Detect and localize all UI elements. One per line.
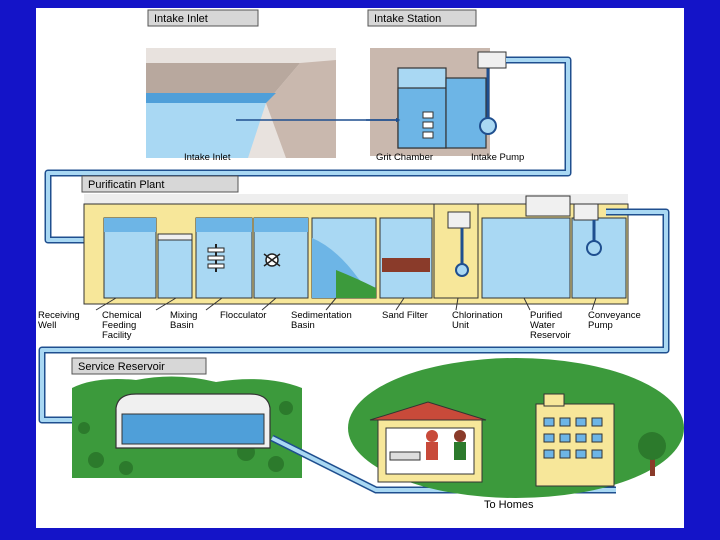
receiving-well-label-2: Well [38,320,56,331]
person-woman-icon [426,430,438,442]
chlorinator-box [447,211,471,229]
intake-inlet-label: Intake Inlet [184,152,231,163]
conveyance-pump-label-1: Conveyance [588,310,641,321]
chlorination-icon [455,263,469,277]
diagram-frame: Intake Inlet Intake Inlet Intake Station… [36,8,684,528]
to-homes-label: To Homes [484,499,534,511]
conveyance-pump-icon [586,240,602,256]
reservoir-water [121,413,265,445]
chlorination-unit-label-2: Unit [452,320,469,331]
purified-water-reservoir-tank [481,217,571,299]
flocculator-icon [263,253,281,267]
pump-well [445,77,487,149]
mixer-icon [207,244,225,272]
sand-layer [382,258,430,272]
intake-pump-label: Intake Pump [471,152,524,163]
intake-inlet-header [147,9,259,27]
river-water [146,103,266,158]
intake-station-header [367,9,477,27]
intake-pump-icon [479,117,497,135]
chlorination-unit-label-1: Chlorination [452,310,503,321]
main-pipe-1 [46,58,570,242]
service-reservoir-header [71,357,207,375]
service-reservoir-title: Service Reservoir [78,361,165,373]
chemical-feeding-label-2: Feeding [102,320,136,331]
intake-inlet-scene [146,48,336,158]
purification-plant-header [81,175,239,193]
conveyance-well [571,217,627,299]
conveyance-motor-icon [573,203,599,221]
purified-water-label-2: Water [530,320,555,331]
grit-chamber-label: Grit Chamber [376,152,433,163]
chemical-feeding-label-1: Chemical [102,310,142,321]
town-scene [348,358,684,498]
water-treatment-diagram: Intake Inlet Intake Inlet Intake Station… [38,9,684,511]
purified-water-label-3: Reservoir [530,330,571,341]
flocculator-label: Flocculator [220,310,266,321]
chemical-feeding-label-3: Facility [102,330,132,341]
apartment-building-icon [535,403,615,487]
sedimentation-basin-label-2: Basin [291,320,315,331]
service-reservoir-scene [72,376,302,478]
mixing-basin-label-1: Mixing [170,310,197,321]
sedimentation-basin-label-1: Sedimentation [291,310,352,321]
receiving-well-label-1: Receiving [38,310,80,321]
intake-station-title: Intake Station [374,13,441,25]
intake-inlet-title: Intake Inlet [154,13,208,25]
intake-station-scene [370,48,507,156]
kitchen-sink-icon [389,451,421,461]
pump-motor-icon [477,51,507,69]
plant-labels [95,297,597,311]
person-man-icon [454,430,466,442]
purification-plant-scene [83,194,629,305]
purification-plant-title: Purificatin Plant [88,179,164,191]
sand-filter-label: Sand Filter [382,310,428,321]
tree-icon [638,432,666,460]
mixing-basin-label-2: Basin [170,320,194,331]
conveyance-pump-label-2: Pump [588,320,613,331]
chemical-feeding-tank [157,233,193,299]
purified-water-label-1: Purified [530,310,562,321]
